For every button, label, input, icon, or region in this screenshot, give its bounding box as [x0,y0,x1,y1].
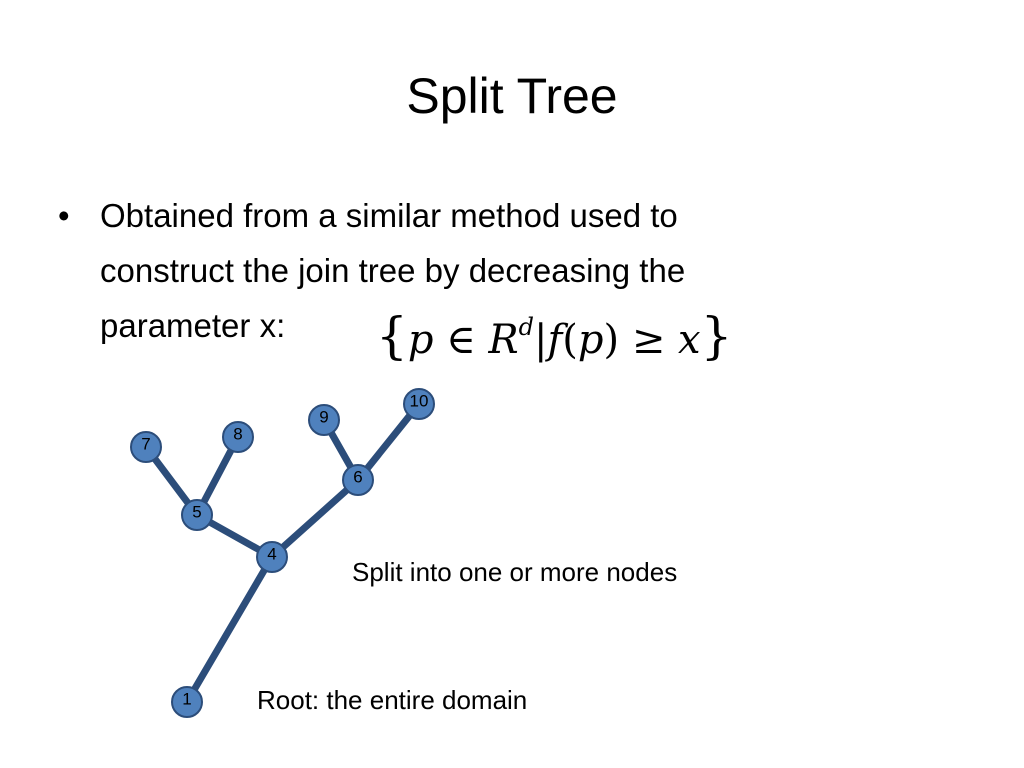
tree-node-label: 8 [233,424,242,443]
tree-node-7: 7 [130,431,162,463]
tree-node-label: 9 [319,407,328,426]
formula-bar: | [533,317,548,363]
bullet-line-1: Obtained from a similar method used to [100,197,678,234]
bullet-line-3: parameter x: [100,307,286,344]
tree-node-circle [403,388,435,420]
tree-node-circle [308,404,340,436]
formula-p2: p [577,317,604,363]
tree-node-label: 7 [141,434,150,453]
formula-x: x [678,317,701,363]
tree-node-circle [130,431,162,463]
tree-edge-6-10 [354,400,423,484]
tree-nodes: 1 4 5 6 7 8 9 10 [130,388,435,718]
formula-geq: ≥ [631,317,666,363]
tree-node-9: 9 [308,404,340,436]
formula-lparen: ( [562,317,578,363]
formula-open-brace: { [376,307,408,365]
slide-title: Split Tree [406,68,618,124]
bullet-dot: • [58,197,70,234]
formula-in: ∈ [446,317,476,363]
bullet-line-2: construct the join tree by decreasing th… [100,252,686,289]
bullet-text: Obtained from a similar method used to c… [100,188,920,353]
root-annotation: Root: the entire domain [257,685,528,715]
tree-edge-1-4 [183,553,276,706]
tree-node-label: 4 [267,544,276,563]
tree-node-5: 5 [181,499,213,531]
tree-node-label: 6 [353,467,362,486]
tree-node-8: 8 [222,421,254,453]
formula-d: d [518,313,534,341]
tree-node-circle [181,499,213,531]
superlevel-set-formula: {p ∈ Rd|f(p) ≥ x} [376,306,732,370]
tree-node-label: 1 [182,689,191,708]
tree-node-circle [256,541,288,573]
tree-node-label: 10 [410,391,429,410]
tree-node-4: 4 [256,541,288,573]
split-annotation: Split into one or more nodes [352,557,678,587]
formula-close-brace: } [700,307,733,365]
tree-node-1: 1 [171,686,203,718]
formula-p: p [407,317,434,363]
tree-node-10: 10 [403,388,435,420]
formula-r: R [488,317,519,363]
tree-node-label: 5 [192,502,201,521]
tree-node-circle [171,686,203,718]
tree-node-6: 6 [342,464,374,496]
tree-node-circle [222,421,254,453]
tree-node-circle [342,464,374,496]
tree-edge-4-6 [268,476,362,561]
formula-f: f [547,317,563,363]
formula-rparen: ) [603,317,620,363]
